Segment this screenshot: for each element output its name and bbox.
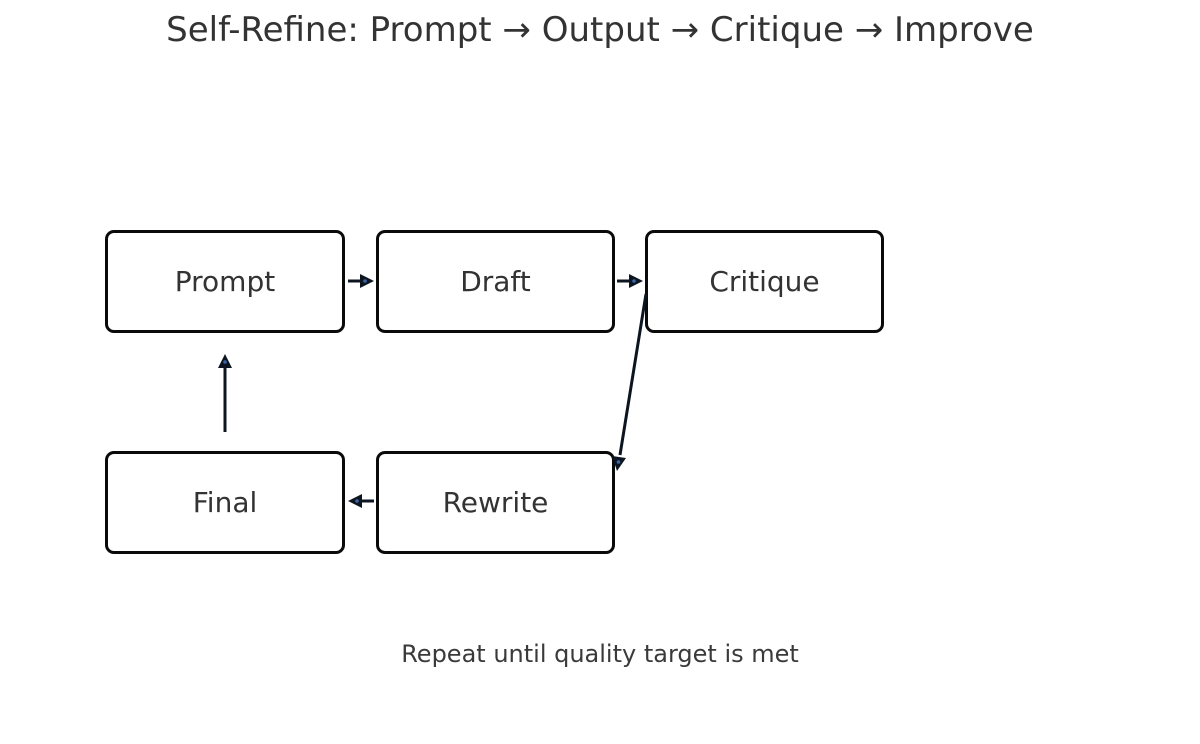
node-final-label: Final: [192, 486, 258, 519]
node-prompt-label: Prompt: [174, 265, 276, 298]
node-draft: Draft: [376, 230, 615, 333]
diagram-caption: Repeat until quality target is met: [401, 640, 799, 668]
edge-final-to-prompt-arrow: [218, 354, 232, 432]
node-critique-label: Critique: [709, 265, 820, 298]
node-rewrite: Rewrite: [376, 451, 615, 554]
edge-rewrite-to-final-arrow: [348, 494, 374, 508]
edge-critique-to-rewrite-arrow: [612, 293, 648, 471]
node-critique: Critique: [645, 230, 884, 333]
node-final: Final: [105, 451, 345, 554]
diagram-title: Self-Refine: Prompt → Output → Critique …: [166, 10, 1034, 50]
edge-prompt-to-draft-arrow: [348, 274, 374, 288]
edge-draft-to-critique-arrow: [617, 274, 643, 288]
node-draft-label: Draft: [460, 265, 531, 298]
node-rewrite-label: Rewrite: [442, 486, 549, 519]
node-prompt: Prompt: [105, 230, 345, 333]
